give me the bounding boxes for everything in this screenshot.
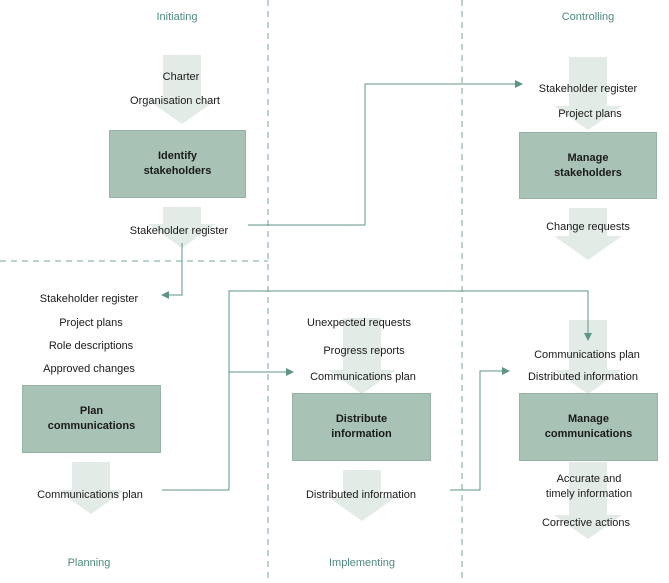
input-label: Project plans: [59, 317, 123, 329]
input-label: Progress reports: [323, 345, 405, 357]
flow-arrow-manage-comms-out: [554, 462, 622, 539]
phase-label-initiating: Initiating: [156, 11, 198, 23]
input-label: Stakeholder register: [39, 293, 139, 305]
connector-plan-to-distribute: [162, 368, 294, 491]
flow-arrow-manage-comms-in: [554, 320, 622, 394]
input-label: Stakeholder register: [538, 83, 638, 95]
output-label: Stakeholder register: [129, 225, 229, 237]
flow-arrow-identify-in: [148, 55, 216, 124]
flow-arrow-plan-out: [57, 462, 125, 514]
connector-register-to-plan: [161, 243, 183, 299]
input-label: Project plans: [558, 108, 622, 120]
input-label: Communications plan: [310, 371, 416, 383]
input-label: Distributed information: [527, 371, 639, 383]
input-label: Organisation chart: [130, 95, 220, 107]
output-label: Change requests: [546, 221, 630, 233]
input-label: Unexpected requests: [307, 317, 411, 329]
connector-distribute-to-manage-comms: [450, 367, 510, 491]
flow-arrow-distribute-in: [328, 318, 396, 394]
output-label: Accurate and: [556, 473, 622, 485]
flow-arrow-manage-stakeholders-out: [554, 208, 622, 260]
output-label: timely information: [545, 488, 633, 500]
connector-register-to-manage-stakeholders: [248, 80, 523, 226]
input-label: Role descriptions: [48, 340, 134, 352]
flow-arrow-distribute-out: [328, 470, 396, 521]
output-label: Corrective actions: [541, 517, 631, 529]
phase-label-implementing: Implementing: [328, 557, 396, 569]
output-label: Communications plan: [37, 489, 143, 501]
phase-label-planning: Planning: [67, 557, 111, 569]
input-label: Charter: [162, 71, 200, 83]
flow-arrow-identify-out: [148, 207, 216, 248]
input-label: Communications plan: [534, 349, 640, 361]
input-label: Approved changes: [43, 363, 135, 375]
phase-label-controlling: Controlling: [561, 11, 615, 23]
output-label: Distributed information: [305, 489, 417, 501]
flow-arrow-manage-stakeholders-in: [554, 57, 622, 130]
